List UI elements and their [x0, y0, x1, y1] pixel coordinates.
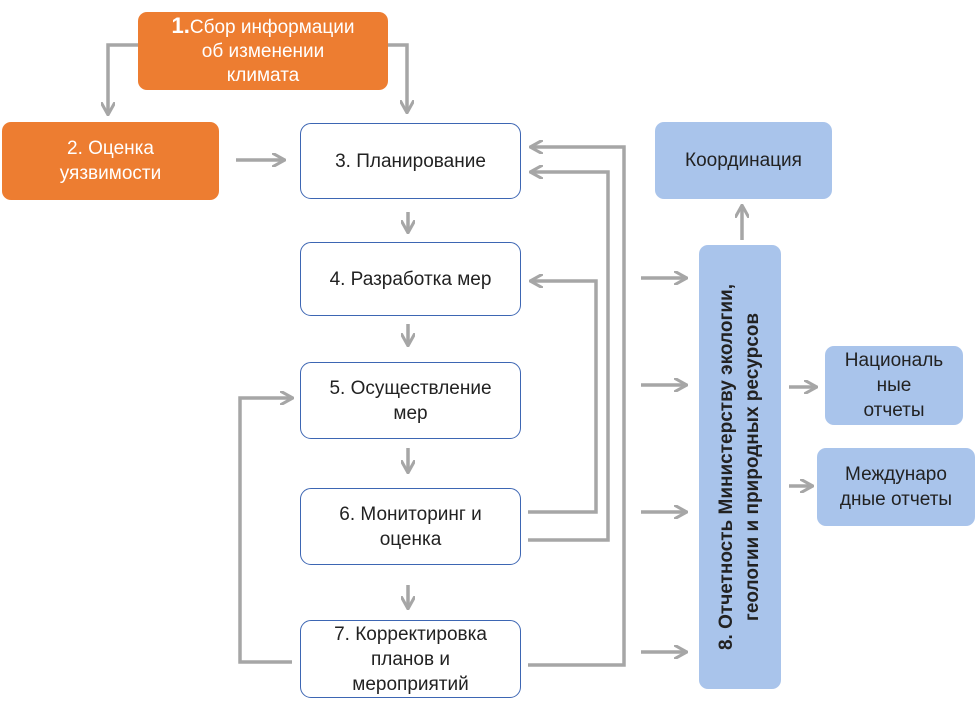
box-reporting-label: 8. Отчетность Министерству экологии, гео… [716, 283, 763, 651]
box-implementation: 5. Осуществление мер [300, 362, 521, 439]
box-coordination: Координация [655, 122, 832, 199]
arrow-6-to-4 [528, 281, 598, 514]
box-monitoring: 6. Мониторинг и оценка [300, 488, 521, 565]
box-national-reports: Националь ные отчеты [825, 346, 963, 425]
box-collect-information: 1.Сбор информации об изменении климата [138, 12, 388, 90]
box-planning: 3. Планирование [300, 123, 521, 199]
arrow-7-to-5 [238, 398, 292, 664]
box-measures: 4. Разработка мер [300, 242, 521, 316]
box-vulnerability: 2. Оценка уязвимости [2, 122, 219, 200]
box-correction: 7. Корректировка планов и мероприятий [300, 620, 521, 698]
arrow-6-to-3 [528, 172, 610, 542]
arrow-1-to-2 [108, 43, 140, 112]
arrow-7-to-3 [528, 147, 626, 667]
box-collect-number: 1. [171, 13, 190, 38]
box-reporting: 8. Отчетность Министерству экологии, гео… [699, 245, 781, 689]
box-international-reports: Междунаро дные отчеты [817, 448, 975, 526]
arrow-1-to-3 [388, 43, 407, 110]
box-collect-label: Сбор информации об изменении климата [189, 17, 355, 86]
